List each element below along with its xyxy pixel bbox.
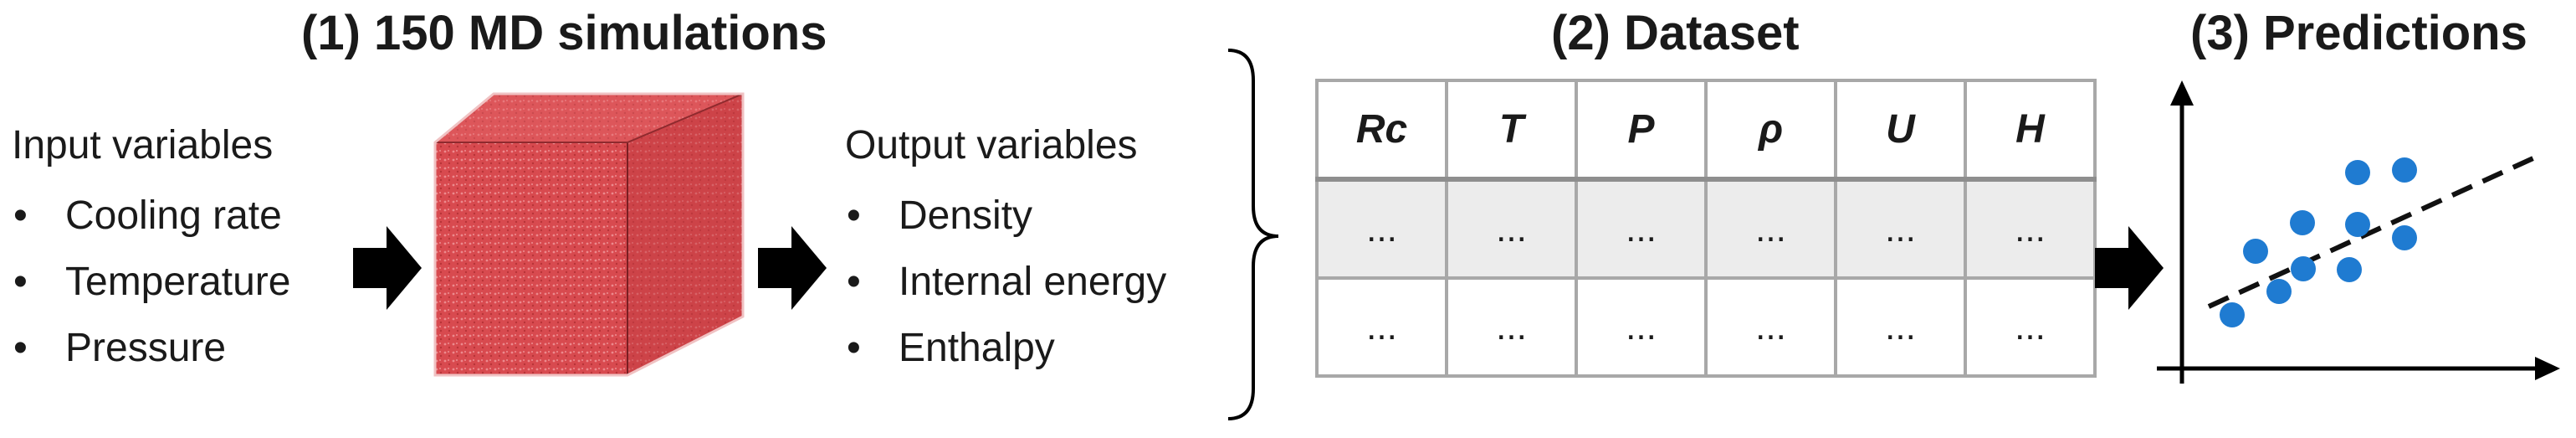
input-variables-title: Input variables <box>12 123 274 167</box>
column-header-t: T <box>1445 79 1578 181</box>
input-variable-item: Cooling rate <box>12 183 290 249</box>
output-variables-title: Output variables <box>845 123 1138 167</box>
table-cell: ... <box>1445 276 1578 378</box>
dataset-table: Rc T P ρ U H ... ... ... ... ... ... ...… <box>1315 79 2097 378</box>
column-header-h: H <box>1964 79 2097 181</box>
arrow-right-icon <box>758 226 827 310</box>
y-axis-arrowhead-icon <box>2170 80 2194 106</box>
simulation-cube-icon <box>433 92 745 377</box>
input-variable-item: Pressure <box>12 315 290 381</box>
arrow-right-icon <box>2095 226 2164 310</box>
table-cell: ... <box>1445 177 1578 280</box>
table-header-row: Rc T P ρ U H <box>1315 79 2097 181</box>
input-variables-list: Cooling rate Temperature Pressure <box>12 183 290 381</box>
title-dataset: (2) Dataset <box>1551 6 1800 60</box>
column-header-p: P <box>1575 79 1708 181</box>
table-row: ... ... ... ... ... ... <box>1315 177 2097 280</box>
table-cell: ... <box>1315 276 1448 378</box>
column-header-rc: Rc <box>1315 79 1448 181</box>
table-cell: ... <box>1964 276 2097 378</box>
output-variable-item: Enthalpy <box>845 315 1166 381</box>
curly-brace-icon <box>1227 49 1279 420</box>
table-cell: ... <box>1575 276 1708 378</box>
data-point <box>2337 257 2362 282</box>
data-point <box>2291 256 2316 281</box>
output-variable-item: Internal energy <box>845 249 1166 315</box>
data-point <box>2220 302 2245 327</box>
data-point <box>2345 212 2370 237</box>
arrow-right-icon <box>353 226 422 310</box>
fit-line <box>2207 155 2537 309</box>
table-cell: ... <box>1834 276 1967 378</box>
data-point <box>2392 157 2417 183</box>
table-cell: ... <box>1315 177 1448 280</box>
data-point <box>2266 279 2292 304</box>
column-header-u: U <box>1834 79 1967 181</box>
table-cell: ... <box>1704 177 1837 280</box>
data-point <box>2392 225 2417 250</box>
prediction-plot <box>2157 80 2560 384</box>
table-cell: ... <box>1575 177 1708 280</box>
data-point <box>2243 239 2268 264</box>
output-variables-list: Density Internal energy Enthalpy <box>845 183 1166 381</box>
table-cell: ... <box>1964 177 2097 280</box>
table-cell: ... <box>1704 276 1837 378</box>
data-point <box>2290 210 2315 235</box>
title-md-simulations: (1) 150 MD simulations <box>301 6 827 60</box>
title-predictions: (3) Predictions <box>2190 6 2527 60</box>
x-axis-arrowhead-icon <box>2535 357 2560 380</box>
table-row: ... ... ... ... ... ... <box>1315 276 2097 378</box>
column-header-rho: ρ <box>1704 79 1837 181</box>
data-point <box>2345 160 2370 185</box>
input-variable-item: Temperature <box>12 249 290 315</box>
table-cell: ... <box>1834 177 1967 280</box>
output-variable-item: Density <box>845 183 1166 249</box>
